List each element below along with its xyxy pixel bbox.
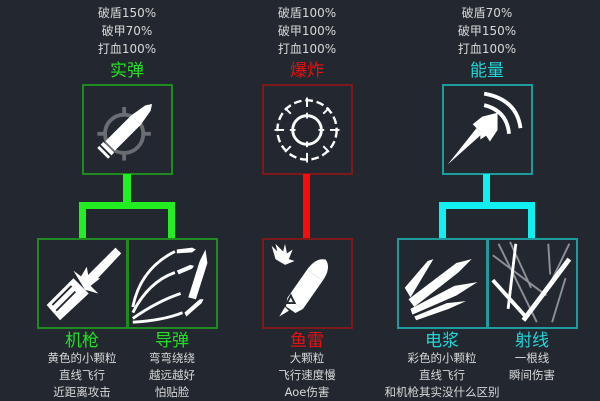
subtype-title-torpedo: 鱼雷 — [290, 331, 324, 351]
missiles-icon — [131, 247, 208, 324]
torpedo-icon-box — [262, 238, 353, 329]
category-title-kinetic: 实弹 — [110, 61, 144, 81]
bullet-crosshair-icon — [97, 104, 153, 161]
desc-line: 直线飞行 — [59, 368, 105, 382]
category-title-explosive: 爆炸 — [290, 61, 324, 81]
desc-line: 大颗粒 — [289, 351, 325, 365]
explosion-ring-icon — [274, 97, 340, 163]
kinetic-icon-box — [82, 84, 173, 175]
desc-line: 怕贴脸 — [154, 385, 190, 399]
stat-shield: 破盾150% — [97, 6, 157, 20]
kinetic-stats: 破盾150% 破甲70% 打血100% — [57, 4, 197, 58]
explosive-stats: 破盾100% 破甲100% 打血100% — [237, 4, 377, 58]
energy-icon-box — [442, 84, 533, 175]
subtype-title-ray: 射线 — [515, 331, 549, 351]
ray-icon — [491, 241, 572, 323]
desc-line: 一根线 — [514, 351, 550, 365]
subtype-title-machine-gun: 机枪 — [65, 331, 99, 351]
plasma-icon-box — [397, 238, 488, 329]
machine-gun-icon-box — [37, 238, 128, 329]
missiles-icon-box — [127, 238, 218, 329]
connector-explosive — [303, 174, 310, 239]
connector-kinetic-bar — [79, 202, 175, 209]
explosive-icon-box — [262, 84, 353, 175]
torpedo-desc: 大颗粒 飞行速度慢 Aoe伤害 — [217, 350, 397, 401]
desc-line: 瞬间伤害 — [509, 368, 555, 382]
stat-armor: 破甲150% — [457, 24, 517, 38]
connector-kinetic-trunk — [123, 174, 131, 204]
missile-desc: 弯弯绕绕 越远越好 怕贴脸 — [82, 350, 262, 401]
plasma-desc: 彩色的小颗粒 直线飞行 和机枪其实没什么区别 — [352, 350, 532, 401]
desc-line: 和机枪其实没什么区别 — [384, 385, 500, 399]
connector-energy-bar — [439, 202, 535, 209]
machine-gun-desc: 黄色的小颗粒 直线飞行 近距离攻击 — [0, 350, 172, 401]
plasma-icon — [404, 259, 478, 321]
connector-energy-trunk — [483, 174, 490, 204]
subtype-title-plasma: 电浆 — [425, 331, 459, 351]
desc-line: 近距离攻击 — [53, 385, 111, 399]
stat-armor: 破甲70% — [101, 24, 153, 38]
desc-line: 弯弯绕绕 — [149, 351, 195, 365]
ray-desc: 一根线 瞬间伤害 — [442, 350, 600, 384]
category-title-energy: 能量 — [470, 61, 504, 81]
connector-energy-right — [528, 202, 535, 239]
connector-energy-left — [439, 202, 446, 239]
desc-line: 彩色的小颗粒 — [407, 351, 477, 365]
stat-shield: 破盾70% — [461, 6, 513, 20]
desc-line: 飞行速度慢 — [278, 368, 336, 382]
torpedo-icon — [271, 243, 329, 317]
stat-hull: 打血100% — [277, 42, 337, 56]
desc-line: 黄色的小颗粒 — [47, 351, 117, 365]
connector-kinetic-right — [168, 202, 175, 239]
energy-stats: 破盾70% 破甲150% 打血100% — [417, 4, 557, 58]
desc-line: Aoe伤害 — [284, 385, 330, 399]
stat-shield: 破盾100% — [277, 6, 337, 20]
connector-kinetic-left — [79, 202, 86, 239]
stat-hull: 打血100% — [97, 42, 157, 56]
stat-hull: 打血100% — [457, 42, 517, 56]
desc-line: 直线飞行 — [419, 368, 465, 382]
stat-armor: 破甲100% — [277, 24, 337, 38]
subtype-title-missile: 导弹 — [155, 331, 189, 351]
desc-line: 越远越好 — [149, 368, 195, 382]
ray-icon-box — [487, 238, 578, 329]
machine-gun-icon — [46, 247, 122, 321]
energy-beam-icon — [447, 91, 523, 165]
